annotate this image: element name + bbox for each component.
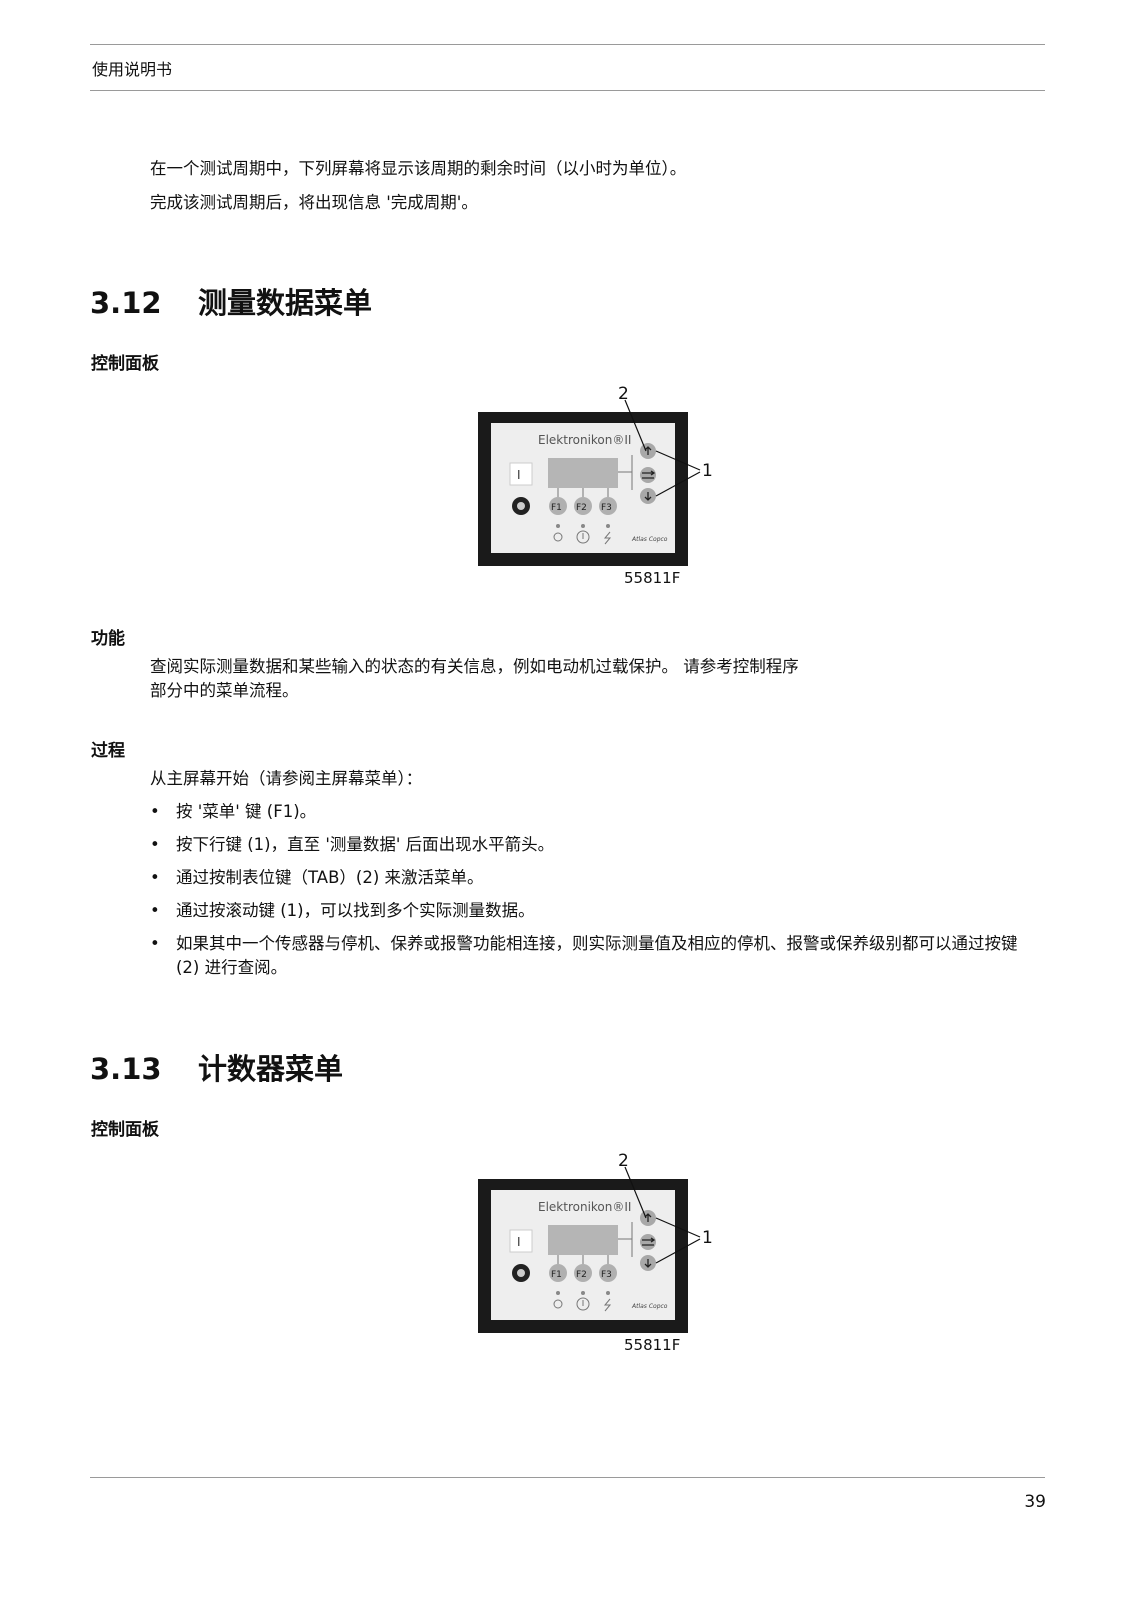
procedure-step: 按 '菜单' 键 (F1)。: [150, 800, 1045, 824]
procedure-step: 如果其中一个传感器与停机、保养或报警功能相连接，则实际测量值及相应的停机、报警或…: [150, 932, 1045, 980]
tab-key-icon: [640, 1234, 656, 1250]
f2-key-icon: [574, 1264, 592, 1282]
header-top-rule: [90, 44, 1045, 45]
indicator-led-1: [556, 1291, 560, 1295]
section-312-number: 3.12: [90, 286, 162, 320]
atlas-copco-logo-text: Atlas Copco: [631, 536, 668, 543]
lightning-icon: [603, 531, 612, 545]
f2-key-label: F2: [576, 503, 587, 513]
callout-1-label: 1: [702, 461, 713, 481]
section-312-title: 测量数据菜单: [198, 286, 373, 320]
figure-code: 55811F: [624, 569, 680, 583]
panel-brand: Elektronikon®II: [538, 1200, 631, 1214]
f1-key-label: F1: [551, 1270, 562, 1280]
procedure-intro: 从主屏幕开始（请参阅主屏幕菜单）：: [150, 769, 423, 788]
function-heading: 功能: [91, 629, 125, 649]
callout-2-label: 2: [618, 1151, 629, 1171]
section-313-number: 3.13: [90, 1052, 162, 1086]
indicator-led-2: [581, 524, 585, 528]
f1-key-label: F1: [551, 503, 562, 513]
f1-key-icon: [549, 497, 567, 515]
panel-display-icon: [548, 1225, 618, 1255]
procedure-step: 通过按制表位键（TAB）(2) 来激活菜单。: [150, 866, 1045, 890]
f3-key-icon: [599, 497, 617, 515]
status-icon-1: [553, 1299, 563, 1309]
status-icon-1: [553, 532, 563, 542]
callout-1-leader-a: [655, 1217, 701, 1238]
footer-rule: [90, 1477, 1045, 1478]
f3-key-label: F3: [601, 503, 612, 513]
section-312-control-panel-heading: 控制面板: [91, 354, 159, 374]
procedure-steps-list: 按 '菜单' 键 (F1)。 按下行键 (1)，直至 '测量数据' 后面出现水平…: [150, 800, 1045, 989]
start-button-icon: [509, 1229, 533, 1253]
callout-1-leader-a: [655, 450, 701, 471]
tab-key-icon: [640, 467, 656, 483]
lightning-icon: [603, 1298, 612, 1312]
control-panel-figure-313: Elektronikon®II I F1 F2 F3 Atlas Copco: [476, 1150, 726, 1354]
callout-2-leader: [624, 1166, 647, 1219]
power-icon: [576, 1297, 590, 1311]
start-button-symbol: I: [517, 1235, 521, 1249]
indicator-led-3: [606, 524, 610, 528]
indicator-led-1: [556, 524, 560, 528]
indicator-led-2: [581, 1291, 585, 1295]
panel-display-icon: [548, 458, 618, 488]
callout-1-label: 1: [702, 1228, 713, 1248]
header-bottom-rule: [90, 90, 1045, 91]
start-button-icon: [509, 462, 533, 486]
control-panel-figure-312: Elektronikon®II I F1 F2 F3 Atlas Copco: [476, 383, 726, 587]
elektronikon-panel-diagram: Elektronikon®II I F1 F2 F3 Atlas Copco: [478, 384, 713, 587]
section-313-title: 计数器菜单: [198, 1052, 344, 1086]
f3-key-label: F3: [601, 1270, 612, 1280]
f2-key-icon: [574, 497, 592, 515]
function-line-1: 查阅实际测量数据和某些输入的状态的有关信息，例如电动机过载保护。 请参考控制程序: [150, 657, 799, 676]
atlas-copco-logo: [631, 532, 671, 544]
elektronikon-panel-diagram: Elektronikon®II I F1 F2 F3 Atlas Copco: [478, 1151, 713, 1354]
figure-code: 55811F: [624, 1336, 680, 1350]
callout-2-leader: [624, 399, 647, 452]
section-312-heading: 3.12 测量数据菜单: [90, 280, 372, 322]
page-number: 39: [1024, 1492, 1046, 1512]
indicator-led-3: [606, 1291, 610, 1295]
procedure-step: 通过按滚动键 (1)，可以找到多个实际测量数据。: [150, 899, 1045, 923]
function-line-2: 部分中的菜单流程。: [150, 681, 299, 700]
power-icon: [576, 530, 590, 544]
callout-2-label: 2: [618, 384, 629, 404]
section-313-heading: 3.13 计数器菜单: [90, 1046, 343, 1088]
atlas-copco-logo-text: Atlas Copco: [631, 1303, 668, 1310]
header-title: 使用说明书: [92, 60, 173, 79]
section-313-control-panel-heading: 控制面板: [91, 1120, 159, 1140]
f2-key-label: F2: [576, 1270, 587, 1280]
f1-key-icon: [549, 1264, 567, 1282]
start-button-symbol: I: [517, 468, 521, 482]
callout-1-leader-b: [655, 471, 701, 497]
atlas-copco-logo: [631, 1299, 671, 1311]
procedure-step: 按下行键 (1)，直至 '测量数据' 后面出现水平箭头。: [150, 833, 1045, 857]
f3-key-icon: [599, 1264, 617, 1282]
procedure-heading: 过程: [91, 741, 125, 761]
intro-line-2: 完成该测试周期后，将出现信息 '完成周期'。: [150, 193, 478, 212]
intro-line-1: 在一个测试周期中，下列屏幕将显示该周期的剩余时间（以小时为单位）。: [150, 159, 687, 178]
panel-brand: Elektronikon®II: [538, 433, 631, 447]
callout-1-leader-b: [655, 1238, 701, 1264]
